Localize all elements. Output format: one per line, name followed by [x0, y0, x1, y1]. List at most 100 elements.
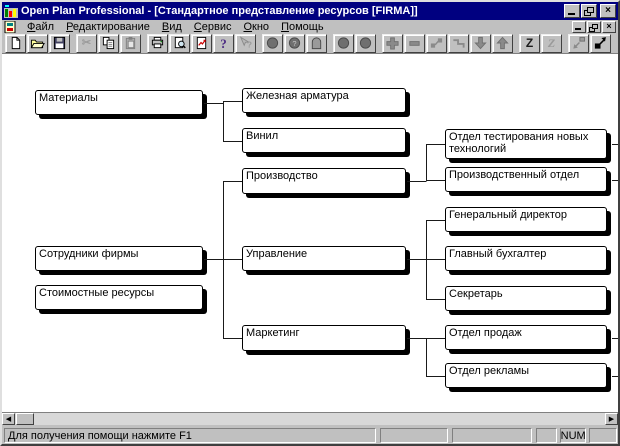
resource-box-proizv_otdel[interactable]: Производственный отдел — [445, 167, 607, 192]
scroll-right-icon: ▶ — [608, 415, 615, 423]
menu-item-3[interactable]: Сервис — [193, 20, 232, 33]
resource-box-proizvodstvo[interactable]: Производство — [242, 168, 406, 194]
status-panel-4 — [589, 428, 617, 443]
mdi-minimize-button[interactable] — [572, 20, 586, 33]
script-button: Z — [541, 33, 562, 53]
move-up-icon — [495, 36, 510, 50]
mdi-restore-button[interactable] — [587, 20, 601, 33]
menu-item-1[interactable]: Редактирование — [66, 20, 150, 33]
new-document-icon — [8, 36, 23, 50]
paste-icon — [123, 36, 138, 50]
menu-item-5[interactable]: Помощь — [281, 20, 324, 33]
status-panel-1 — [380, 428, 448, 443]
restore-icon — [587, 7, 594, 13]
expand-view-button[interactable] — [590, 33, 611, 53]
resource-box-gendir[interactable]: Генеральный директор — [445, 207, 607, 232]
resource-box-otdel_reklamy[interactable]: Отдел рекламы — [445, 363, 607, 388]
mdi-close-button[interactable]: × — [602, 20, 616, 33]
step-icon — [451, 36, 466, 50]
svg-text:?: ? — [292, 39, 296, 48]
document-window-icon — [4, 20, 16, 33]
resource-box-stoimostnye[interactable]: Стоимостные ресурсы — [35, 285, 203, 310]
help-button[interactable]: ? — [213, 33, 234, 53]
resource-box-sekretar[interactable]: Секретарь — [445, 286, 607, 311]
title-bar: Open Plan Professional - [Стандартное пр… — [2, 2, 618, 20]
status-message: Для получения помощи нажмите F1 — [4, 428, 376, 443]
menu-item-2[interactable]: Вид — [161, 20, 182, 33]
scroll-left-button[interactable]: ◀ — [2, 413, 15, 425]
status-bar: Для получения помощи нажмите F1 NUM — [2, 427, 618, 444]
resource-box-marketing[interactable]: Маркетинг — [242, 325, 406, 351]
scroll-right-button[interactable]: ▶ — [605, 413, 618, 425]
add-button — [382, 33, 403, 53]
shape-circle-3-button — [355, 33, 376, 53]
resource-box-vinil[interactable]: Винил — [242, 128, 406, 153]
shape-circle-2-button — [333, 33, 354, 53]
print-icon — [150, 36, 165, 50]
menu-bar: Файл Редактирование Вид Сервис Окно Помощь × — [2, 20, 618, 33]
scroll-left-icon: ◀ — [5, 415, 12, 423]
restore-button[interactable] — [581, 4, 597, 18]
shrink-view-icon — [571, 36, 586, 50]
shape-node-button — [306, 33, 327, 53]
remove-icon — [407, 36, 422, 50]
new-document-button[interactable] — [5, 33, 26, 53]
print-preview-icon — [172, 36, 187, 50]
move-down-icon — [473, 36, 488, 50]
shape-circle-button — [262, 33, 283, 53]
resource-box-otdel_test[interactable]: Отдел тестирования новых технологий — [445, 129, 607, 159]
menu-item-4[interactable]: Окно — [243, 20, 270, 33]
shape-node-icon — [309, 36, 324, 50]
close-icon: × — [605, 5, 611, 16]
resource-box-sotrudniki[interactable]: Сотрудники фирмы — [35, 246, 203, 271]
resource-box-glavbuh[interactable]: Главный бухгалтер — [445, 246, 607, 271]
close-button[interactable]: × — [600, 4, 616, 18]
zorder-icon: Z — [525, 36, 534, 50]
toolbar-group: ?? — [147, 33, 256, 53]
toolbar-group: ? — [262, 33, 327, 53]
resource-box-upravlenie[interactable]: Управление — [242, 246, 406, 271]
data-exchange-icon — [194, 36, 209, 50]
move-up-button — [492, 33, 513, 53]
save-button[interactable] — [49, 33, 70, 53]
status-panel-2 — [451, 428, 533, 443]
window-controls: × — [564, 4, 616, 18]
resource-box-zhel[interactable]: Железная арматура — [242, 88, 406, 113]
script-icon: Z — [547, 36, 556, 50]
shrink-view-button — [568, 33, 589, 53]
shape-circle-2-icon — [336, 36, 351, 50]
cut-button: ✂ — [76, 33, 97, 53]
minimize-icon — [575, 27, 581, 30]
horizontal-scrollbar[interactable]: ◀ ▶ — [2, 412, 618, 425]
data-exchange-button[interactable] — [191, 33, 212, 53]
step-button — [448, 33, 469, 53]
context-help-button: ? — [235, 33, 256, 53]
resource-box-materialy[interactable]: Материалы — [35, 90, 203, 115]
copy-button[interactable] — [98, 33, 119, 53]
expand-view-icon — [593, 36, 608, 50]
remove-button — [404, 33, 425, 53]
open-folder-button[interactable] — [27, 33, 48, 53]
copy-icon — [101, 36, 116, 50]
toolbar-group — [333, 33, 376, 53]
menu-item-0[interactable]: Файл — [27, 20, 55, 33]
resource-box-otdel_prodazh[interactable]: Отдел продаж — [445, 325, 607, 350]
shape-circle-help-icon: ? — [287, 36, 302, 50]
help-icon: ? — [220, 35, 227, 51]
scrollbar-thumb[interactable] — [16, 413, 34, 425]
print-preview-button[interactable] — [169, 33, 190, 53]
zorder-button[interactable]: Z — [519, 33, 540, 53]
window-title: Open Plan Professional - [Стандартное пр… — [21, 5, 418, 17]
cut-icon: ✂ — [81, 36, 92, 49]
open-folder-icon — [30, 36, 45, 50]
minimize-button[interactable] — [564, 4, 580, 18]
link-icon — [429, 36, 444, 50]
print-button[interactable] — [147, 33, 168, 53]
save-icon — [52, 36, 67, 50]
move-down-button — [470, 33, 491, 53]
shape-circle-3-icon — [358, 36, 373, 50]
